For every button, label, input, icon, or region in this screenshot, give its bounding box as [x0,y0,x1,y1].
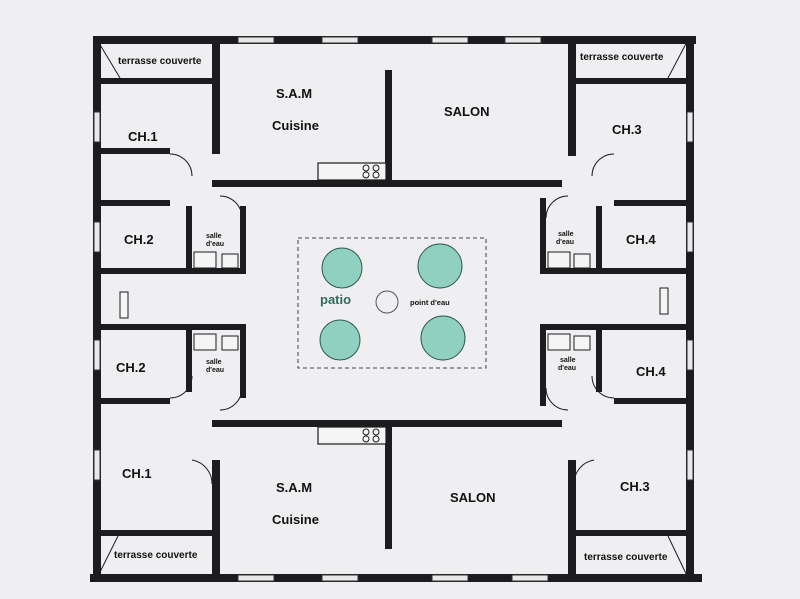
label-cuisine-bottom: Cuisine [272,512,319,527]
label-salle-3: salle [206,359,222,366]
bathroom-fixtures [119,251,669,351]
label-terrasse-top-right: terrasse couverte [580,52,664,63]
label-salon-top: SALON [444,104,490,119]
interior-walls [96,36,690,582]
label-point-eau: point d'eau [410,298,450,307]
label-salle-4: salle [560,357,576,364]
plant-icon [420,315,466,361]
label-deau-4: d'eau [558,365,576,372]
label-ch2-top: CH.2 [124,232,154,247]
label-ch4-bottom: CH.4 [636,364,666,379]
label-deau-2: d'eau [556,239,574,246]
label-terrasse-top-left: terrasse couverte [118,56,202,67]
label-terrasse-bottom-right: terrasse couverte [584,552,668,563]
plant-icon [417,243,463,289]
plant-icon [321,247,363,289]
corner-marks [95,35,691,583]
label-ch4-top: CH.4 [626,232,656,247]
label-sam-top: S.A.M [276,86,312,101]
label-deau-3: d'eau [206,367,224,374]
label-salle-2: salle [558,231,574,238]
label-salle-1: salle [206,233,222,240]
label-ch3-bottom: CH.3 [620,479,650,494]
label-sam-bottom: S.A.M [276,480,312,495]
label-patio: patio [320,292,351,307]
windows [93,36,694,582]
plant-icon [319,319,361,361]
exterior-walls [90,36,702,582]
plant-icons [319,243,466,361]
label-ch1-bottom: CH.1 [122,466,152,481]
label-cuisine-top: Cuisine [272,118,319,133]
label-terrasse-bottom-left: terrasse couverte [114,550,198,561]
label-deau-1: d'eau [206,241,224,248]
label-ch2-bottom: CH.2 [116,360,146,375]
kitchen-sinks [362,164,380,443]
label-ch3-top: CH.3 [612,122,642,137]
label-salon-bottom: SALON [450,490,496,505]
patio-zone [297,237,487,369]
door-swings [169,153,615,485]
water-point-icon [375,290,399,314]
label-ch1-top: CH.1 [128,129,158,144]
